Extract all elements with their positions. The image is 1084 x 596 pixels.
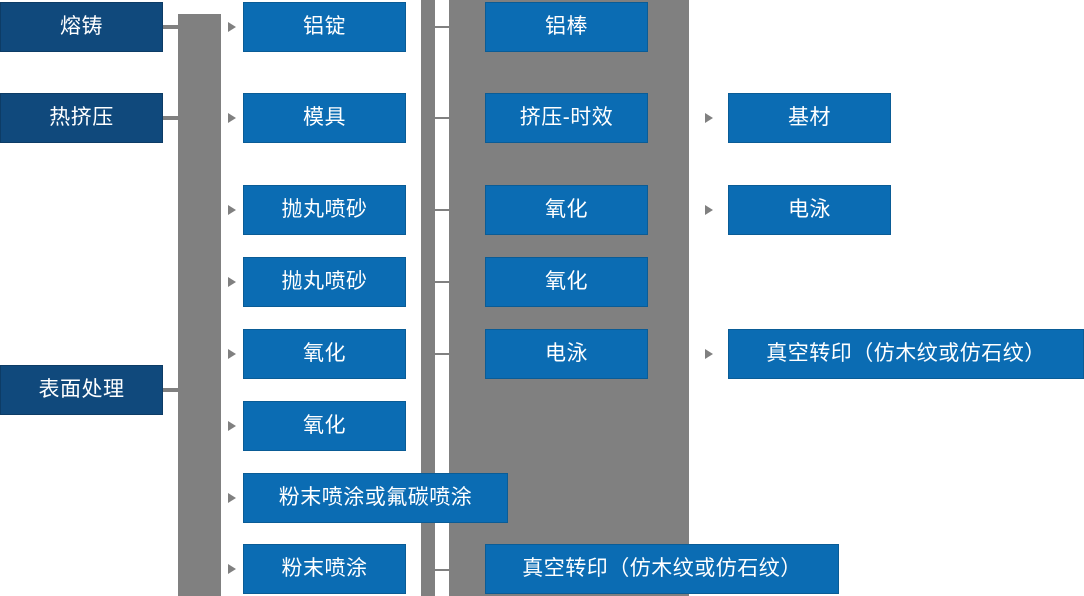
node-powder-or-fluorocarbon-coating[interactable]: 粉末喷涂或氟碳喷涂 xyxy=(243,473,508,523)
node-shot-blasting-1-label: 抛丸喷砂 xyxy=(281,198,368,222)
arrow-to-oxidation-2 xyxy=(228,421,236,431)
node-aluminum-ingot-label: 铝锭 xyxy=(303,15,346,39)
stage-node-melting[interactable]: 熔铸 xyxy=(0,2,163,52)
connector-tick-1 xyxy=(435,26,451,28)
arrow-to-substrate xyxy=(705,113,713,123)
node-oxidation-2-label: 氧化 xyxy=(303,414,346,438)
node-powder-or-fluorocarbon-coating-label: 粉末喷涂或氟碳喷涂 xyxy=(278,486,473,510)
node-vacuum-transfer-2-label: 真空转印（仿木纹或仿石纹） xyxy=(766,342,1046,366)
node-electrophoresis-1-label: 电泳 xyxy=(545,342,588,366)
node-aluminum-bar-label: 铝棒 xyxy=(545,15,588,39)
node-substrate-label: 基材 xyxy=(788,106,831,130)
node-vacuum-transfer-1-label: 真空转印（仿木纹或仿石纹） xyxy=(522,557,802,581)
node-vacuum-transfer-1[interactable]: 真空转印（仿木纹或仿石纹） xyxy=(485,544,839,594)
node-shot-blasting-1[interactable]: 抛丸喷砂 xyxy=(243,185,406,235)
arrow-to-mold xyxy=(228,113,236,123)
connector-stub-surface xyxy=(163,388,181,392)
node-oxidation-4-label: 氧化 xyxy=(545,270,588,294)
connector-tick-3 xyxy=(435,209,485,211)
node-oxidation-3[interactable]: 氧化 xyxy=(485,185,648,235)
node-mold-label: 模具 xyxy=(303,106,346,130)
connector-trunk-left xyxy=(178,14,221,596)
stage-node-hot-extrusion-label: 热挤压 xyxy=(49,106,114,130)
node-electrophoresis-1[interactable]: 电泳 xyxy=(485,329,648,379)
node-powder-coating[interactable]: 粉末喷涂 xyxy=(243,544,406,594)
node-electrophoresis-2[interactable]: 电泳 xyxy=(728,185,891,235)
arrow-to-electrophoresis xyxy=(705,205,713,215)
arrow-to-vacuum-transfer xyxy=(705,349,713,359)
node-substrate[interactable]: 基材 xyxy=(728,93,891,143)
arrow-to-oxidation-1 xyxy=(228,349,236,359)
node-shot-blasting-2[interactable]: 抛丸喷砂 xyxy=(243,257,406,307)
connector-tick-2 xyxy=(435,117,485,119)
node-powder-coating-label: 粉末喷涂 xyxy=(281,557,368,581)
connector-stub-extrusion xyxy=(163,116,181,120)
node-oxidation-4[interactable]: 氧化 xyxy=(485,257,648,307)
stage-node-melting-label: 熔铸 xyxy=(60,15,103,39)
node-electrophoresis-2-label: 电泳 xyxy=(788,198,831,222)
arrow-to-aluminum-ingot xyxy=(228,22,236,32)
node-shot-blasting-2-label: 抛丸喷砂 xyxy=(281,270,368,294)
node-vacuum-transfer-2[interactable]: 真空转印（仿木纹或仿石纹） xyxy=(728,329,1084,379)
stage-node-surface-treatment-label: 表面处理 xyxy=(38,378,125,402)
arrow-to-powder-fluorocarbon-coating xyxy=(228,493,236,503)
stage-node-hot-extrusion[interactable]: 热挤压 xyxy=(0,93,163,143)
node-aluminum-ingot[interactable]: 铝锭 xyxy=(243,2,406,52)
node-oxidation-1-label: 氧化 xyxy=(303,342,346,366)
connector-tick-4 xyxy=(435,281,485,283)
arrow-to-shot-blasting-1 xyxy=(228,205,236,215)
connector-tick-5 xyxy=(435,353,485,355)
connector-tick-6 xyxy=(435,569,485,571)
node-oxidation-2[interactable]: 氧化 xyxy=(243,401,406,451)
node-extrusion-aging-label: 挤压-时效 xyxy=(519,106,614,130)
node-mold[interactable]: 模具 xyxy=(243,93,406,143)
arrow-to-powder-coating xyxy=(228,564,236,574)
node-aluminum-bar[interactable]: 铝棒 xyxy=(485,2,648,52)
node-oxidation-3-label: 氧化 xyxy=(545,198,588,222)
stage-node-surface-treatment[interactable]: 表面处理 xyxy=(0,365,163,415)
arrow-to-shot-blasting-2 xyxy=(228,277,236,287)
node-oxidation-1[interactable]: 氧化 xyxy=(243,329,406,379)
connector-trunk-middle xyxy=(421,0,435,596)
connector-stub-melting xyxy=(163,25,181,29)
node-extrusion-aging[interactable]: 挤压-时效 xyxy=(485,93,648,143)
